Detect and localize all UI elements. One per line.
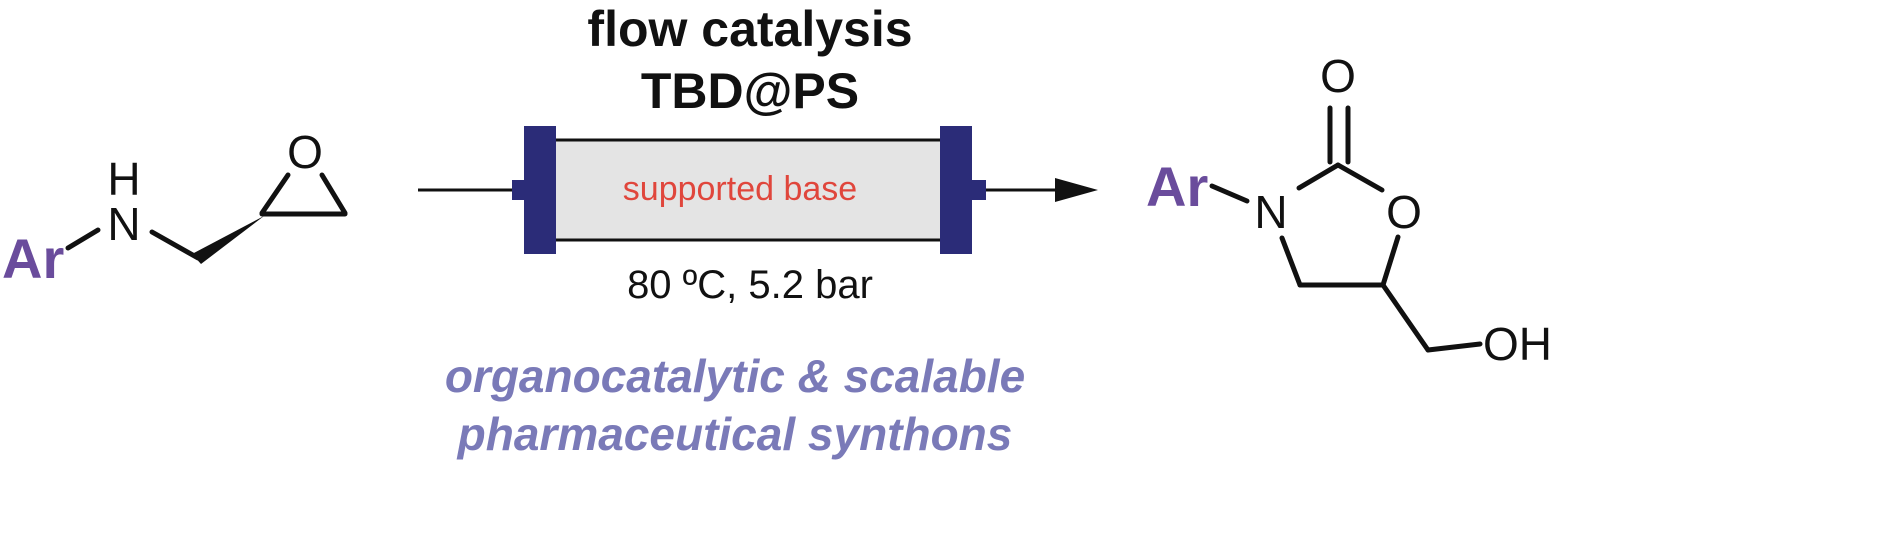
product-hydroxyl-label: OH [1483,318,1552,370]
condition-title-line2: TBD@PS [641,63,859,119]
flow-reactor-column: supported base [524,126,986,254]
reactant-hydrogen-label: H [107,153,140,205]
tagline-line2: pharmaceutical synthons [456,408,1013,460]
bond-epoxide-carbon-oxygen [259,172,291,216]
reactor-label: supported base [623,170,857,208]
reactor-left-cap [524,126,556,254]
bond-epoxide-oxygen-carbon [319,172,348,216]
condition-title-line1: flow catalysis [587,1,912,57]
bond-ring-oxygen-c5 [1380,234,1401,288]
bond-aryl-nitrogen-product [1209,183,1250,204]
reaction-conditions: 80 ºC, 5.2 bar [627,263,873,307]
reactor-right-cap [940,126,972,254]
bond-nitrogen-methylene [149,229,201,261]
bond-methylene-hydroxyl [1425,341,1483,353]
product-nitrogen-label: N [1254,186,1287,238]
reactant-aryl-label: Ar [2,227,64,290]
product-aryl-label: Ar [1146,155,1208,218]
product-ring-oxygen-label: O [1386,186,1422,238]
reactant-epoxide-oxygen-label: O [287,126,323,178]
bond-carbonyl-carbon-ring-oxygen [1335,162,1385,193]
bond-c5-methylene [1380,282,1431,353]
reactor-packed-bed [546,138,950,242]
product-carbonyl-oxygen-label: O [1320,50,1356,102]
arrow-head [1055,178,1098,202]
bond-c4-nitrogen [1279,235,1303,288]
wedge-bond-stereocenter [192,216,264,264]
reactor-outlet-stub [970,180,986,200]
reactant-nitrogen-label: N [107,198,140,250]
reactant-structure: Ar H N O [2,126,348,290]
bond-nitrogen-carbonyl-carbon [1296,162,1341,191]
tagline-line1: organocatalytic & scalable [445,350,1025,402]
product-structure: Ar N O O OH [1146,50,1552,370]
bond-aryl-nitrogen [65,227,101,251]
